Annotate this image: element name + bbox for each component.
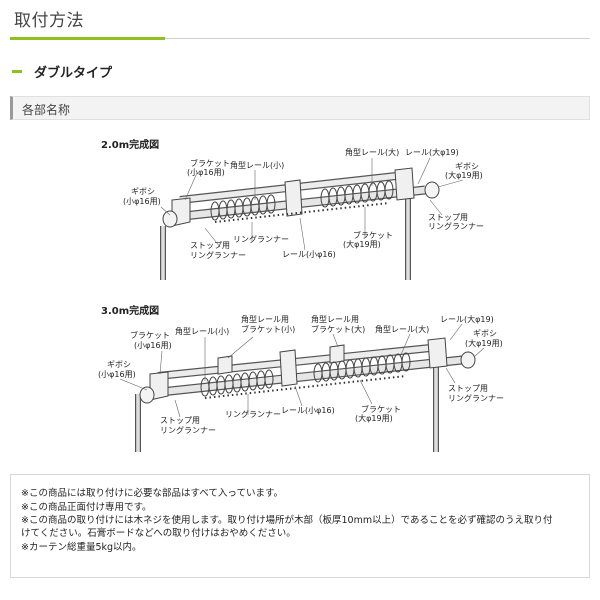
label-square-rail-small-2m: 角型レール(小): [230, 160, 284, 170]
bracket-mid-2m: [284, 179, 303, 217]
label-finial-small-3m-l2: (小φ16用): [98, 370, 136, 379]
label-stopper-right-3m-l2: リングランナー: [448, 393, 504, 403]
label-stopper-right-2m-l1: ストップ用: [428, 213, 468, 222]
label-finial-large-3m-l1: ギボシ: [473, 329, 497, 338]
label-bracket-small-2m-l2: (小φ16用): [187, 168, 225, 177]
label-finial-small-2m-l2: (小φ16用): [123, 197, 161, 206]
label-stopper-left-3m-l1: ストップ用: [160, 416, 200, 425]
label-square-rail-large-3m: 角型レール(大): [375, 324, 429, 334]
finial-right-3m: [460, 351, 476, 369]
bracket-right-2m: [394, 167, 415, 201]
ring-runners-left-2m: [210, 194, 276, 221]
ring-runners-right-3m: [313, 352, 411, 383]
label-bracket-small-2m-l1: ブラケット: [190, 158, 230, 168]
subheading-accent-icon: [12, 69, 22, 73]
note-item: ※カーテン総重量5kg以内。: [21, 541, 142, 553]
label-stopper-right-3m-l1: ストップ用: [448, 384, 488, 393]
note-item: ※この商品正面付け専用です。: [21, 501, 152, 513]
label-square-rail-bracket-small-3m-l2: ブラケット(小): [241, 324, 295, 334]
label-ring-runner-2m: リングランナー: [233, 234, 289, 244]
leader-lines-3m: [119, 323, 485, 418]
label-bracket-large-2m-l2: (大φ19用): [343, 239, 381, 249]
label-finial-large-2m-l2: (大φ19用): [445, 170, 483, 180]
label-stopper-left-2m-l1: ストップ用: [190, 241, 230, 250]
label-bracket-large-2m-l1: ブラケット: [353, 230, 393, 240]
label-ring-runner-3m: リングランナー: [225, 409, 281, 419]
label-stopper-left-2m-l2: リングランナー: [190, 250, 246, 260]
diagram-3m: 3.0m完成図: [98, 304, 504, 452]
diagram-3m-title: 3.0m完成図: [101, 304, 159, 317]
title-accent-bar: [10, 37, 165, 40]
page-title: 取付方法: [14, 11, 84, 31]
label-rail-small-3m: レール(小φ16): [281, 406, 335, 415]
label-bracket-small-3m-l1: ブラケット: [130, 330, 170, 340]
label-bracket-small-3m-l2: (小φ16用): [134, 341, 172, 350]
label-square-rail-bracket-large-3m-l2: ブラケット(大): [311, 324, 365, 334]
label-finial-small-2m-l1: ギボシ: [131, 187, 155, 196]
subheading: ダブルタイプ: [12, 63, 113, 81]
label-finial-large-3m-l2: (大φ19用): [465, 338, 503, 348]
label-stopper-right-2m-l2: リングランナー: [428, 221, 484, 231]
bracket-square-small-3m: [217, 355, 233, 375]
finial-left-2m: [162, 210, 178, 228]
diagram-2m-title: 2.0m完成図: [101, 138, 159, 151]
bracket-mid-3m: [279, 349, 298, 387]
label-square-rail-bracket-large-3m-l1: 角型レール用: [311, 314, 359, 324]
label-bracket-large-3m-l1: ブラケット: [361, 404, 401, 414]
note-item: ※この商品の取り付けには木ネジを使用します。取り付け場所が木部（板厚10mm以上…: [21, 515, 553, 539]
label-stopper-left-3m-l2: リングランナー: [160, 425, 216, 435]
label-bracket-large-3m-l2: (大φ19用): [355, 413, 393, 423]
bracket-right-3m: [427, 337, 448, 369]
bracket-square-large-3m: [329, 344, 345, 364]
label-square-rail-small-3m: 角型レール(小): [175, 326, 229, 336]
finial-left-3m: [139, 386, 155, 404]
leader-lines-2m: [160, 157, 464, 251]
note-item: ※この商品には取り付けに必要な部品はすべて入っています。: [21, 488, 283, 499]
label-finial-large-2m-l1: ギボシ: [455, 162, 479, 171]
title-divider: [10, 38, 590, 39]
section-header: 各部名称: [10, 96, 590, 120]
section-title: 各部名称: [22, 103, 71, 117]
subheading-title: ダブルタイプ: [34, 65, 113, 81]
label-square-rail-bracket-small-3m-l1: 角型レール用: [241, 314, 289, 324]
parts-diagram: 2.0m完成図: [98, 138, 504, 452]
label-rail-small-2m: レール(小φ16): [282, 250, 336, 259]
diagram-2m: 2.0m完成図: [101, 138, 484, 280]
label-square-rail-large-2m: 角型レール(大): [345, 147, 399, 157]
notes-box: ※この商品には取り付けに必要な部品はすべて入っています。 ※この商品正面付け専用…: [10, 474, 590, 578]
label-finial-small-3m-l1: ギボシ: [107, 360, 131, 369]
ring-runners-right-2m: [320, 180, 394, 208]
label-rail-large-2m: レール(大φ19): [405, 147, 459, 157]
finial-right-2m: [424, 181, 440, 199]
label-rail-large-3m: レール(大φ19): [440, 314, 494, 324]
